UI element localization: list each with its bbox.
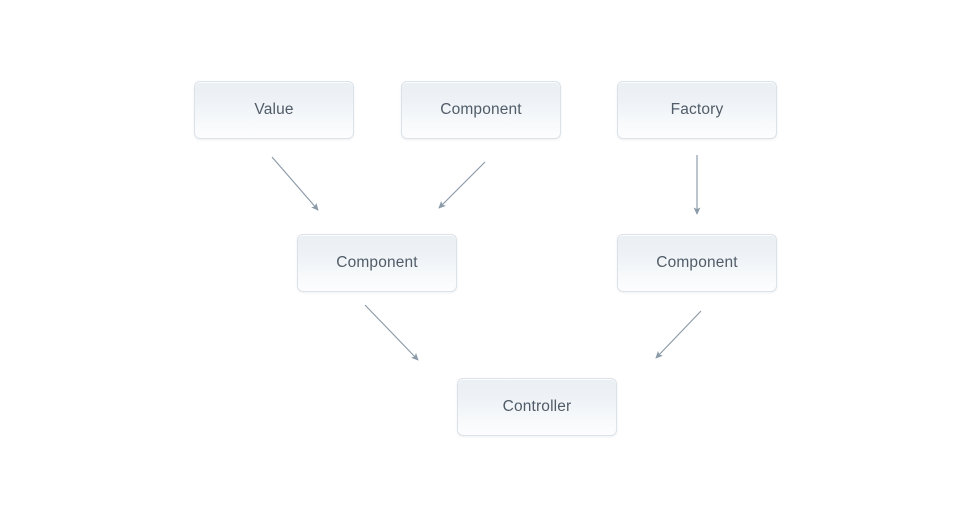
node-component-mid-left[interactable]: Component <box>297 234 457 292</box>
node-value[interactable]: Value <box>194 81 354 139</box>
edge-value-to-component <box>271 156 319 211</box>
edge-component-left-to-controller <box>364 304 419 361</box>
edge-component-right-to-controller <box>655 310 702 359</box>
node-label: Component <box>656 254 738 272</box>
node-label: Factory <box>670 101 724 119</box>
node-label: Component <box>440 101 522 119</box>
node-label: Controller <box>502 398 572 416</box>
node-controller[interactable]: Controller <box>457 378 617 436</box>
node-component-mid-right[interactable]: Component <box>617 234 777 292</box>
edge-component-to-component <box>438 161 486 209</box>
node-label: Value <box>254 101 294 119</box>
node-label: Component <box>336 254 418 272</box>
node-factory[interactable]: Factory <box>617 81 777 139</box>
node-component-top[interactable]: Component <box>401 81 561 139</box>
